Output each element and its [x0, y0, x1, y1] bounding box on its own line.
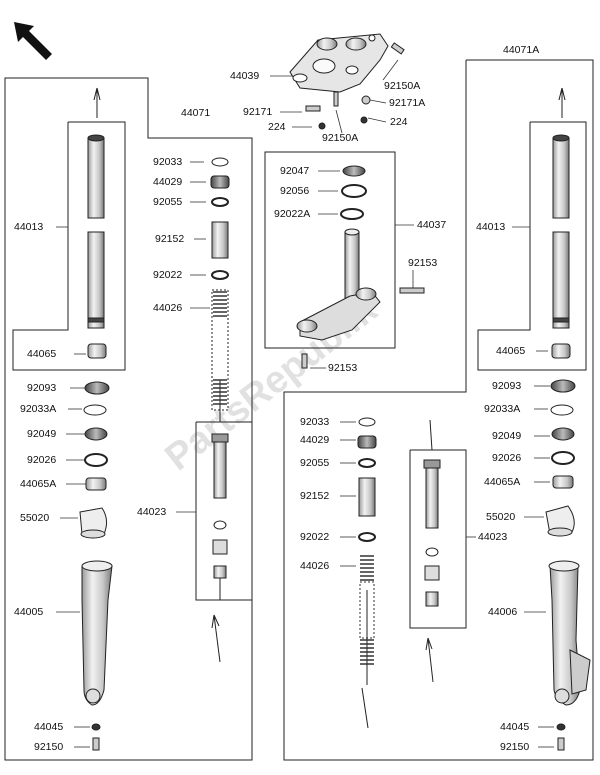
label-left-washer: 44045: [34, 721, 64, 733]
label-left-ring: 92055: [153, 196, 183, 208]
label-right-guard: 55020: [486, 511, 516, 523]
label-right-p3: 92049: [492, 430, 522, 442]
left-fork-outline: [4, 77, 253, 761]
label-bolt-right: 92150A: [384, 80, 421, 92]
label-right-p5: 44065A: [484, 476, 521, 488]
label-left-damper: 44023: [137, 506, 167, 518]
label-right-p4: 92026: [492, 452, 522, 464]
label-left-seat: 92022: [153, 269, 183, 281]
label-right-damper: 44023: [478, 531, 508, 543]
top-bracket: [289, 33, 389, 93]
label-right-p1: 92093: [492, 380, 522, 392]
label-right-bolt: 92150: [500, 741, 530, 753]
label-stem-bolt-top: 92153: [408, 257, 438, 269]
label-left-bushing: 44065: [27, 348, 57, 360]
label-bolt-mid: 92150A: [322, 132, 359, 144]
label-left-outer: 44005: [14, 606, 44, 618]
steering-stem: [296, 165, 425, 369]
label-stem-bolt-bottom: 92153: [328, 362, 358, 374]
label-stem-p1: 92047: [280, 165, 310, 177]
label-right-p2: 92033A: [484, 403, 521, 415]
label-washer-a: 92171A: [389, 97, 426, 109]
label-left-p5: 44065A: [20, 478, 57, 490]
label-nut-right: 224: [390, 116, 408, 128]
right-fork-outline: [283, 59, 594, 761]
label-left-cap: 44029: [153, 176, 183, 188]
left-spring: [213, 291, 227, 405]
label-right-spring: 44026: [300, 560, 330, 572]
label-left-tube: 44013: [14, 221, 44, 233]
label-right-cap-oring: 92033: [300, 416, 330, 428]
label-right-outer: 44006: [488, 606, 518, 618]
label-right-tube: 44013: [476, 221, 506, 233]
label-right-cap: 44029: [300, 434, 330, 446]
label-left-spacer: 92152: [155, 233, 185, 245]
label-nut-left: 224: [268, 121, 286, 133]
right-inner-tube: [552, 134, 570, 329]
label-left-p2: 92033A: [20, 403, 57, 415]
label-left-cap-oring: 92033: [153, 156, 183, 168]
left-damper-parts: [210, 157, 230, 579]
label-right-seat: 92022: [300, 531, 330, 543]
stem-box-outline: [264, 151, 396, 349]
label-right-ring: 92055: [300, 457, 330, 469]
right-damper-parts: [357, 417, 441, 607]
label-left-p3: 92049: [27, 428, 57, 440]
arrow-icon: [14, 22, 52, 60]
label-left-p1: 92093: [27, 382, 57, 394]
label-right-washer: 44045: [500, 721, 530, 733]
label-right-bushing: 44065: [496, 345, 526, 357]
right-spring: [359, 555, 375, 665]
right-fork-parts: [545, 343, 591, 751]
label-left-bolt: 92150: [34, 741, 64, 753]
leader-lines: [56, 59, 554, 748]
label-bolt-small: 92171: [243, 106, 273, 118]
left-fork-parts: [79, 343, 113, 751]
label-left-p4: 92026: [27, 454, 57, 466]
label-right-group: 44071A: [503, 44, 540, 56]
label-stem-p2: 92056: [280, 185, 310, 197]
label-left-group: 44071: [181, 107, 211, 119]
label-stem-p3: 92022A: [274, 208, 311, 220]
label-bracket: 44039: [230, 70, 260, 82]
label-right-spacer: 92152: [300, 490, 330, 502]
label-left-spring: 44026: [153, 302, 183, 314]
left-inner-tube: [87, 134, 105, 329]
label-stem-group: 44037: [417, 219, 447, 231]
label-left-guard: 55020: [20, 512, 50, 524]
bolt-icon: [305, 42, 405, 130]
